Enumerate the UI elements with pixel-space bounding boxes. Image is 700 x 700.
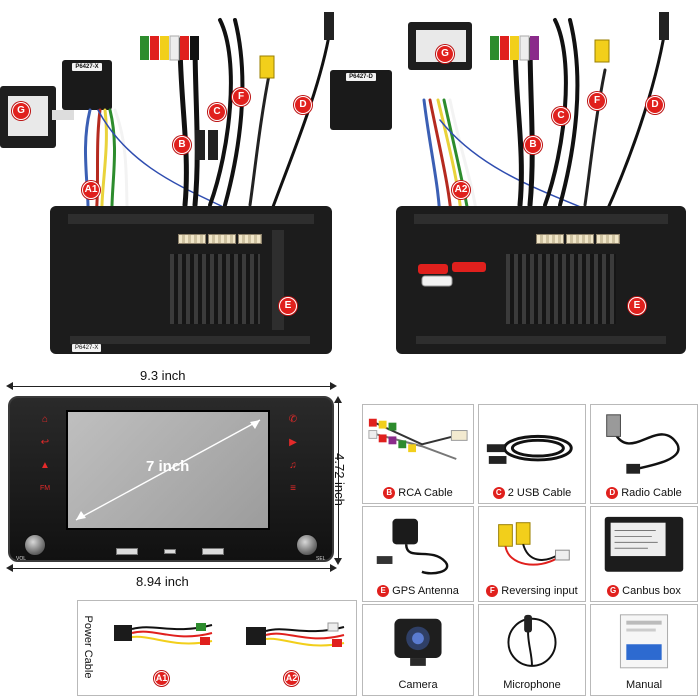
microphone-icon bbox=[507, 614, 557, 667]
badge-a2-right: A2 bbox=[452, 181, 470, 199]
nav-icon[interactable]: ▲ bbox=[40, 459, 50, 471]
usb-label: 2 USB Cable bbox=[507, 487, 572, 499]
microphone-caption: Microphone bbox=[479, 679, 585, 691]
radio-cable-icon bbox=[606, 414, 680, 474]
badge-b-left: B bbox=[173, 136, 191, 154]
manual-icon bbox=[619, 614, 669, 669]
accessory-rca-cable: B RCA Cable bbox=[362, 404, 474, 504]
screen[interactable]: 7 inch bbox=[66, 410, 270, 530]
back-icon[interactable]: ↩ bbox=[40, 436, 50, 448]
badge-b-right: B bbox=[524, 136, 542, 154]
badge-a1-left: A1 bbox=[82, 181, 100, 199]
manual-label: Manual bbox=[625, 679, 663, 691]
play-icon[interactable]: ▶ bbox=[289, 436, 297, 448]
wire-harness-right bbox=[422, 12, 669, 227]
usb-port-1[interactable] bbox=[116, 548, 138, 555]
rca-plugs-right bbox=[418, 262, 486, 287]
badge-g: G bbox=[607, 585, 620, 597]
badge-e: E bbox=[377, 585, 390, 597]
reversing-label: Reversing input bbox=[501, 585, 578, 597]
canbus-box-icon bbox=[604, 516, 684, 572]
wire-harness-left bbox=[83, 12, 334, 227]
fm-button[interactable]: FM bbox=[39, 484, 51, 492]
volume-knob[interactable] bbox=[24, 534, 46, 556]
sel-label: SEL bbox=[316, 556, 326, 562]
right-buttons: ✆ ▶ ♫ ≡ bbox=[286, 412, 300, 495]
badge-c-right: C bbox=[552, 107, 570, 125]
extra-camera: Camera bbox=[362, 604, 474, 696]
camera-label: Camera bbox=[398, 679, 438, 691]
badge-d: D bbox=[606, 487, 619, 499]
plug-label-d: P6427-D bbox=[346, 73, 376, 81]
left-buttons: ⌂ ↩ ▲ FM bbox=[38, 412, 52, 495]
music-icon[interactable]: ♫ bbox=[289, 459, 297, 471]
accessory-radio-cable: D Radio Cable bbox=[590, 404, 698, 504]
badge-e-right: E bbox=[628, 297, 646, 315]
plug-connector-x: P6427-X bbox=[62, 60, 112, 110]
badge-f-right: F bbox=[588, 92, 606, 110]
power-cable-panel: Power Cable A1 A2 bbox=[77, 600, 357, 696]
extra-microphone: Microphone bbox=[478, 604, 586, 696]
camera-icon bbox=[394, 618, 442, 666]
rca-label: RCA Cable bbox=[398, 487, 453, 499]
camera-caption: Camera bbox=[363, 679, 473, 691]
badge-a1: A1 bbox=[154, 671, 169, 686]
badge-f-left: F bbox=[232, 88, 250, 106]
width-top-label: 9.3 inch bbox=[140, 368, 186, 383]
badge-e-left: E bbox=[279, 297, 297, 315]
home-icon[interactable]: ⌂ bbox=[41, 413, 49, 425]
badge-c: C bbox=[492, 487, 505, 499]
reversing-caption: F Reversing input bbox=[479, 585, 585, 597]
power-cable-a2-icon bbox=[246, 622, 345, 647]
accessory-gps-antenna: E GPS Antenna bbox=[362, 506, 474, 602]
phone-icon[interactable]: ✆ bbox=[288, 413, 298, 425]
badge-a2: A2 bbox=[284, 671, 299, 686]
badge-g-left: G bbox=[12, 102, 30, 120]
accessory-usb-cable: C 2 USB Cable bbox=[478, 404, 586, 504]
radio-caption: D Radio Cable bbox=[591, 487, 697, 499]
usb-port-2[interactable] bbox=[202, 548, 224, 555]
eq-icon[interactable]: ≡ bbox=[290, 482, 296, 494]
badge-b: B bbox=[383, 487, 396, 499]
gps-caption: E GPS Antenna bbox=[363, 585, 473, 597]
unit-back-left bbox=[50, 206, 332, 354]
canbus-caption: G Canbus box bbox=[591, 585, 697, 597]
head-unit-front: ⌂ ↩ ▲ FM 7 inch ✆ ▶ ♫ ≡ VOL SEL bbox=[8, 396, 334, 562]
usb-cable-icon bbox=[486, 434, 573, 464]
accessory-canbus-box: G Canbus box bbox=[590, 506, 698, 602]
badge-c-left: C bbox=[208, 103, 226, 121]
vol-label: VOL bbox=[16, 556, 27, 562]
plug-connector-d: P6427-D bbox=[330, 70, 392, 130]
manual-caption: Manual bbox=[591, 679, 697, 691]
back-label-x: P6427-X bbox=[72, 344, 102, 352]
width-bottom-label: 8.94 inch bbox=[136, 574, 189, 589]
reversing-input-icon bbox=[498, 522, 570, 566]
plug-label-x: P6427-X bbox=[72, 63, 102, 71]
usb-caption: C 2 USB Cable bbox=[479, 487, 585, 499]
power-cable-title: Power Cable bbox=[82, 615, 94, 679]
power-cable-a1-icon bbox=[114, 623, 213, 645]
radio-label: Radio Cable bbox=[621, 487, 682, 499]
rca-caption: B RCA Cable bbox=[363, 487, 473, 499]
screen-size-label: 7 inch bbox=[146, 458, 190, 475]
badge-d-left: D bbox=[294, 96, 312, 114]
gps-label: GPS Antenna bbox=[392, 585, 459, 597]
height-label: 4.72 inch bbox=[331, 453, 347, 506]
canbus-label: Canbus box bbox=[622, 585, 681, 597]
badge-g-right: G bbox=[436, 45, 454, 63]
diagonal-arrow bbox=[75, 419, 261, 521]
rca-cable-icon bbox=[368, 418, 468, 460]
extra-manual: Manual bbox=[590, 604, 698, 696]
gps-antenna-icon bbox=[376, 518, 449, 575]
select-knob[interactable] bbox=[296, 534, 318, 556]
microphone-label: Microphone bbox=[503, 679, 561, 691]
badge-f: F bbox=[486, 585, 499, 597]
badge-d-right: D bbox=[646, 96, 664, 114]
accessory-reversing-input: F Reversing input bbox=[478, 506, 586, 602]
usb-c-port[interactable] bbox=[164, 549, 176, 554]
